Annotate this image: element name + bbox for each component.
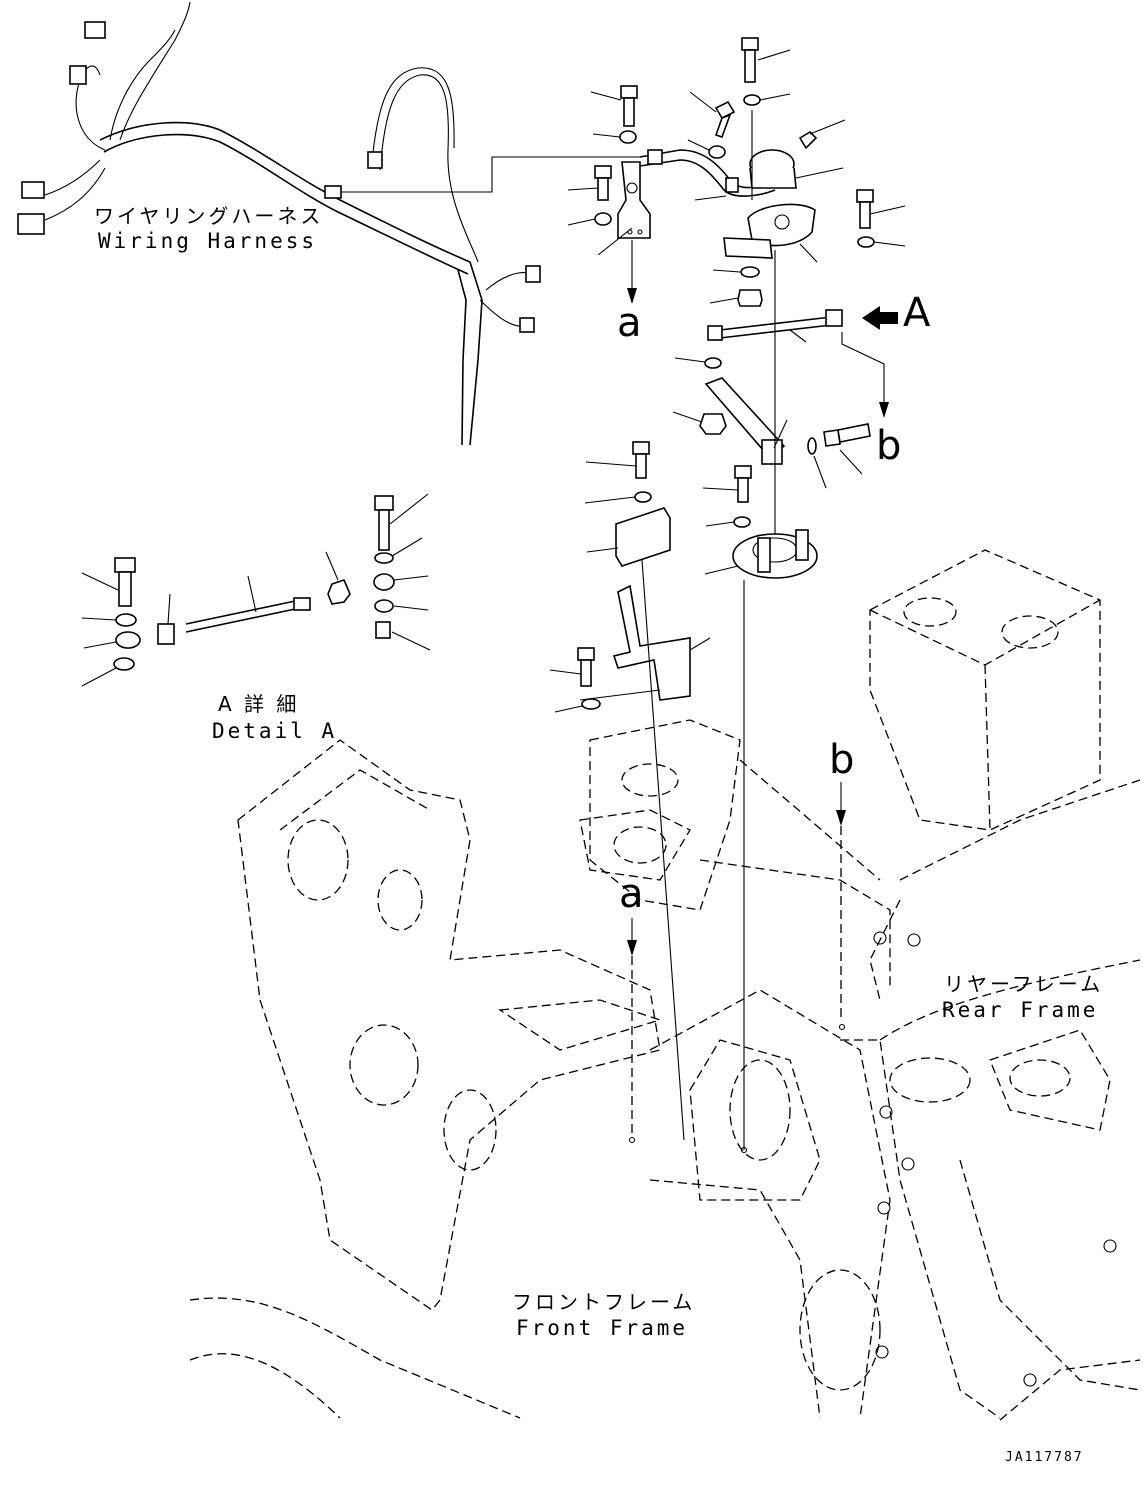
wiring-harness-label-jp: ワイヤリングハーネス (94, 204, 324, 228)
front-frame (189, 719, 891, 1419)
ref-a-top-label: a (617, 300, 642, 346)
wiring-harness (17, 1, 640, 446)
mount-plate (723, 203, 818, 263)
side-bolt (807, 423, 871, 489)
reference-arrows (627, 782, 846, 1138)
rear-frame (840, 549, 1141, 1421)
tie-rod (707, 309, 843, 343)
bolt-3 (689, 91, 736, 139)
link-arm (704, 377, 788, 465)
bolt-5 (856, 189, 906, 229)
detail-a (81, 493, 431, 687)
lower-hardware (549, 441, 818, 1141)
detail-a-label-jp: A 詳 細 (218, 692, 300, 716)
sensor-cable (639, 119, 846, 201)
bolt-1 (590, 85, 638, 127)
wiring-harness-label-en: Wiring Harness (98, 229, 318, 253)
view-a-arrow (862, 306, 898, 330)
bolt-2 (741, 37, 791, 83)
view-a-label: A (903, 290, 931, 336)
drawing-code: JA117787 (1005, 1450, 1084, 1465)
rear-frame-label-jp: リヤーフレーム (944, 972, 1104, 996)
front-frame-label-jp: フロントフレーム (512, 1290, 696, 1314)
ref-a-lower-label: a (619, 871, 644, 917)
round-base (704, 529, 818, 579)
front-frame-label-en: Front Frame (516, 1316, 689, 1340)
bolt-4 (567, 165, 612, 201)
hardware-stack (567, 37, 906, 1150)
ref-b-top-label: b (876, 423, 902, 469)
bracket-upper (597, 161, 651, 256)
frame-holes (628, 931, 1117, 1387)
detail-a-label-en: Detail A (212, 719, 338, 743)
rear-frame-label-en: Rear Frame (942, 998, 1099, 1022)
ref-b-lower-label: b (829, 737, 855, 783)
